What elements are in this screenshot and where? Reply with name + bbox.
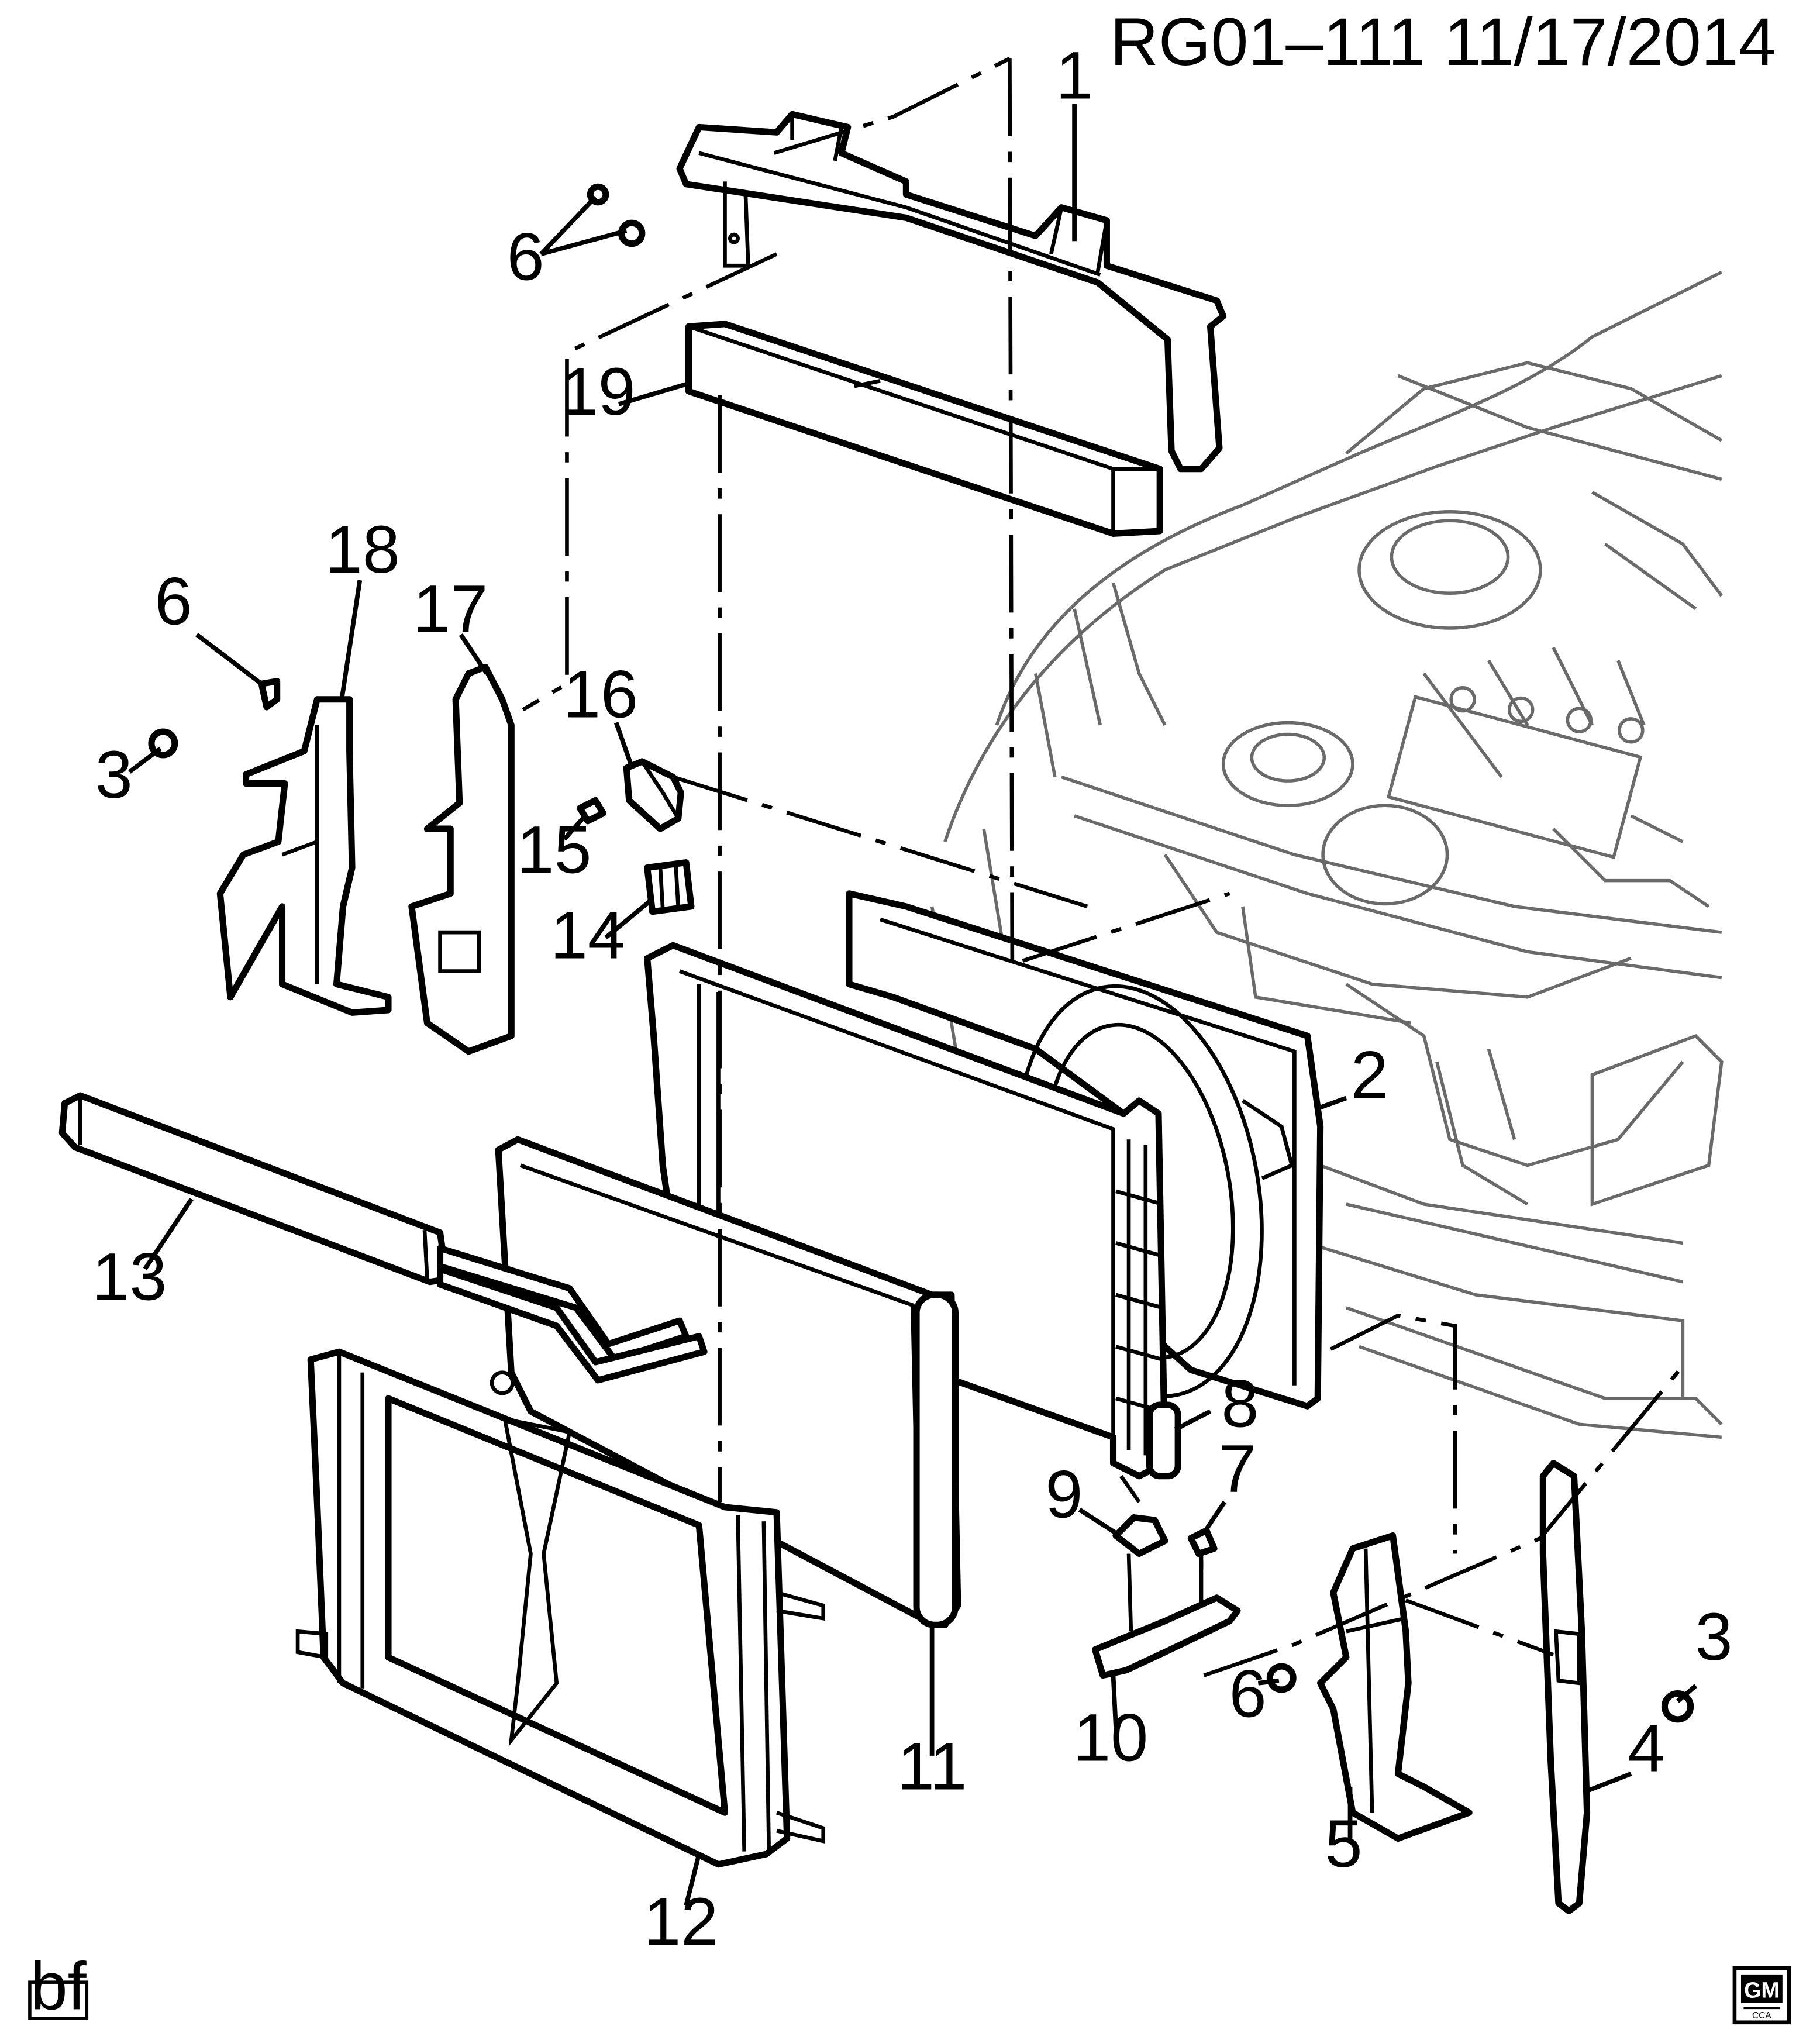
- callout-1: 1: [1056, 39, 1093, 113]
- callout-2: 2: [1351, 1038, 1388, 1112]
- part-10-bracket: [1091, 1594, 1241, 1679]
- part-9-insulator: [1112, 1514, 1168, 1558]
- fastener-6-right: [1266, 1663, 1297, 1693]
- part-14-insulator: [644, 859, 695, 915]
- artist-initials-box: bf: [28, 1949, 89, 2024]
- part-19-foam-seal: [685, 321, 1163, 537]
- callout-9: 9: [1045, 1457, 1083, 1532]
- alignment-lines: [522, 57, 1684, 1677]
- callout-16: 16: [563, 657, 638, 732]
- callout-labels: 1 2 3 3 4 5 6 6 6 7 8 9 10 11 12 13 14 1…: [92, 39, 1732, 1959]
- callout-11: 11: [897, 1729, 967, 1804]
- callout-3-right: 3: [1695, 1600, 1732, 1674]
- callout-8: 8: [1221, 1367, 1259, 1442]
- part-4-right-side-baffle: [1539, 1460, 1591, 1914]
- callout-7: 7: [1219, 1431, 1256, 1506]
- callout-6-left: 6: [155, 564, 192, 639]
- gm-logo-text: GM: [1744, 1978, 1780, 2003]
- callout-17: 17: [413, 572, 488, 647]
- part-1-upper-air-baffle: [676, 111, 1227, 473]
- callout-6-right: 6: [1229, 1656, 1267, 1731]
- callout-5: 5: [1325, 1807, 1362, 1882]
- engine-bay-illustration: [930, 270, 1724, 1439]
- part-16-bracket: [623, 758, 684, 832]
- diagram-reference-code: RG01–111 11/17/2014: [1110, 5, 1776, 80]
- part-18-left-side-baffle: [216, 696, 392, 1016]
- part-17-side-baffle: [408, 663, 515, 1055]
- callout-10: 10: [1073, 1701, 1148, 1776]
- callout-3-left: 3: [95, 738, 133, 812]
- part-2-fan-shroud: [846, 890, 1324, 1410]
- callout-14: 14: [550, 898, 625, 973]
- fastener-3-right: [1661, 1690, 1694, 1723]
- callout-13: 13: [92, 1240, 167, 1315]
- part-5-right-lower-baffle: [1317, 1532, 1473, 1842]
- part-7-bolt: [1187, 1527, 1218, 1570]
- callout-18: 18: [325, 512, 400, 587]
- part-13-oil-cooler: [58, 1092, 708, 1384]
- artist-initials: bf: [30, 1949, 87, 2024]
- gm-logo: GM CCA: [1732, 1966, 1791, 2025]
- leader-lines: [128, 104, 1698, 1907]
- part-11-condenser: [495, 1136, 961, 1628]
- gm-logo-subtext: CCA: [1752, 2011, 1771, 2021]
- part-12-radiator-support-frame: [295, 1348, 826, 1868]
- callout-15: 15: [516, 812, 591, 887]
- fastener-6-left: [258, 678, 281, 711]
- callout-12: 12: [643, 1884, 718, 1959]
- callout-6-upper: 6: [507, 220, 544, 295]
- callout-19: 19: [561, 354, 636, 429]
- callout-4: 4: [1628, 1711, 1665, 1786]
